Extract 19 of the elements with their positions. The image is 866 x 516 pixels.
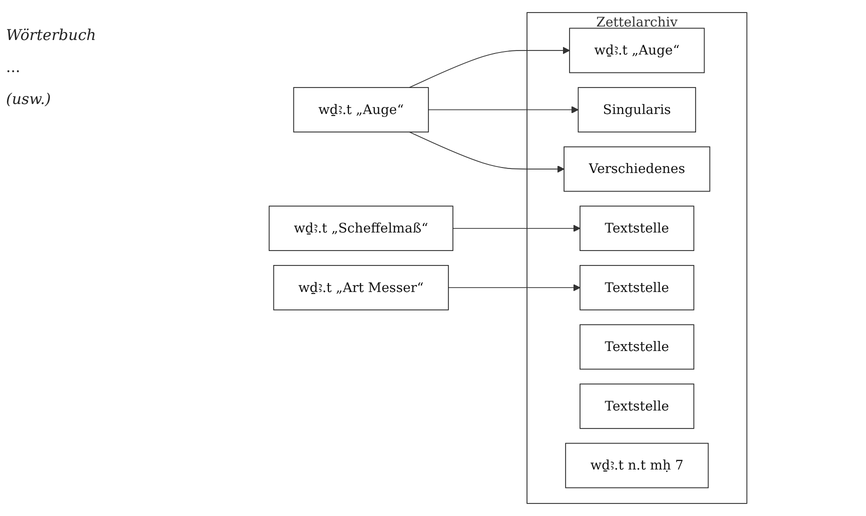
node-box: wḏꜣ.t n.t mḥ 7	[565, 442, 709, 488]
node-box: Singularis	[578, 87, 696, 132]
node-box: Textstelle	[580, 384, 694, 429]
arrow	[452, 224, 580, 232]
node-box: Textstelle	[580, 206, 694, 251]
arrow	[448, 284, 580, 292]
node-box: wḏꜣ.t „Auge“	[293, 87, 429, 132]
node-box: Textstelle	[580, 265, 694, 310]
column-heading: Wörterbuch	[6, 26, 97, 44]
node-box: wḏꜣ.t „Art Messer“	[273, 265, 449, 310]
note-text: ...	[6, 58, 22, 76]
node-box: Textstelle	[580, 324, 694, 370]
node-box: Verschiedenes	[564, 146, 710, 192]
arrow	[408, 132, 564, 173]
arrow	[408, 46, 570, 88]
node-box: wḏꜣ.t „Scheffelmaß“	[268, 206, 454, 251]
node-box: wḏꜣ.t „Auge“	[569, 28, 705, 74]
arrow	[428, 106, 579, 114]
note-text: (usw.)	[6, 90, 52, 108]
